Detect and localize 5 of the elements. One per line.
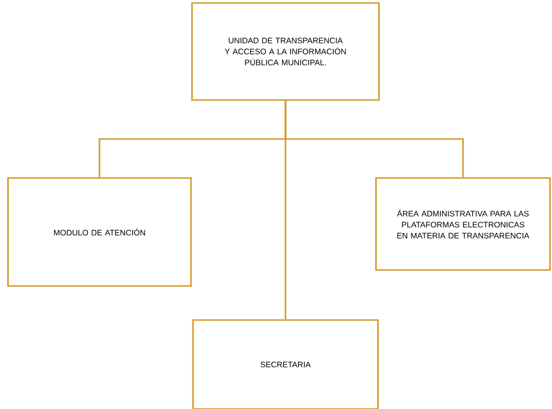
org-box: MODULO DE ATENCIÓN bbox=[7, 177, 192, 287]
org-box: SECRETARIA bbox=[192, 319, 379, 409]
org-box: ÁREA ADMINISTRATIVA PARA LAS PLATAFORMAS ELECTRONICAS EN MATERIA DE TRANSPARENCIA bbox=[375, 177, 551, 271]
connector-line bbox=[284, 100, 286, 320]
org-box: UNIDAD DE TRANSPARENCIA Y ACCESO A LA INFORMACIÓN PÚBLICA MUNICIPAL. bbox=[191, 2, 380, 101]
